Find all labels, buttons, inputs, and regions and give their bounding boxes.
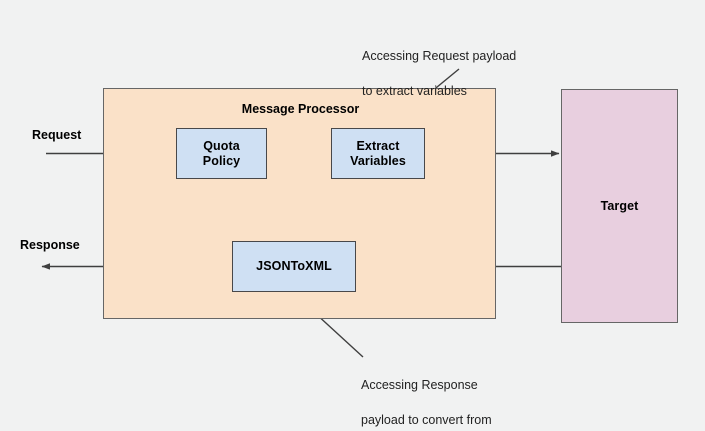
quota-policy-label-line1: Quota <box>203 138 240 153</box>
extract-variables-label-line1: Extract <box>356 138 400 153</box>
extract-variables-label-line2: Variables <box>350 153 406 168</box>
quota-policy-node[interactable]: Quota Policy <box>176 128 267 179</box>
quota-policy-label: Quota Policy <box>203 139 240 169</box>
message-processor-title: Message Processor <box>241 102 360 116</box>
request-annotation: Accessing Request payload to extract var… <box>362 31 516 117</box>
target-node[interactable]: Target <box>561 89 678 323</box>
extract-variables-node[interactable]: Extract Variables <box>331 128 425 179</box>
extract-variables-label: Extract Variables <box>350 139 406 169</box>
quota-policy-label-line2: Policy <box>202 153 241 168</box>
request-annotation-line1: Accessing Request payload <box>362 49 517 64</box>
request-annotation-line2: to extract variables <box>362 83 467 98</box>
target-label: Target <box>600 198 639 213</box>
response-label: Response <box>20 238 80 252</box>
response-annotation: Accessing Response payload to convert fr… <box>361 360 492 431</box>
jsontoxml-label: JSONToXML <box>256 259 332 274</box>
jsontoxml-node[interactable]: JSONToXML <box>232 241 356 292</box>
response-annotation-line1: Accessing Response <box>361 378 478 393</box>
response-annotation-line2: payload to convert from <box>361 412 492 427</box>
request-label: Request <box>32 128 82 142</box>
